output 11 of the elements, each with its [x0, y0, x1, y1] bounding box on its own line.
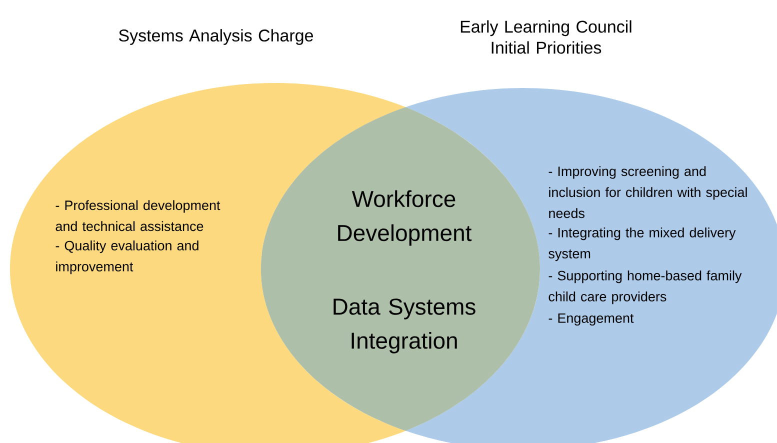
heading: Systems Analysis Charge [119, 29, 313, 45]
heading: Early Learning Council Initial Priorities [460, 20, 632, 54]
list-item: - Integrating the mixed delivery system [548, 228, 736, 262]
overlap-region [261, 107, 540, 431]
list-item: - Improving screening and inclusion for children with special needs [548, 166, 747, 218]
list-item: - Quality evaluation and improvement [56, 240, 198, 274]
list-item: - Professional development and technical assistance [56, 200, 220, 232]
list-item: - Supporting home-based family child care providers [548, 270, 742, 304]
center-label: Data Systems Integration [334, 298, 476, 354]
center-label: Workforce Development [338, 190, 472, 246]
list-item: - Engagement [548, 313, 634, 326]
